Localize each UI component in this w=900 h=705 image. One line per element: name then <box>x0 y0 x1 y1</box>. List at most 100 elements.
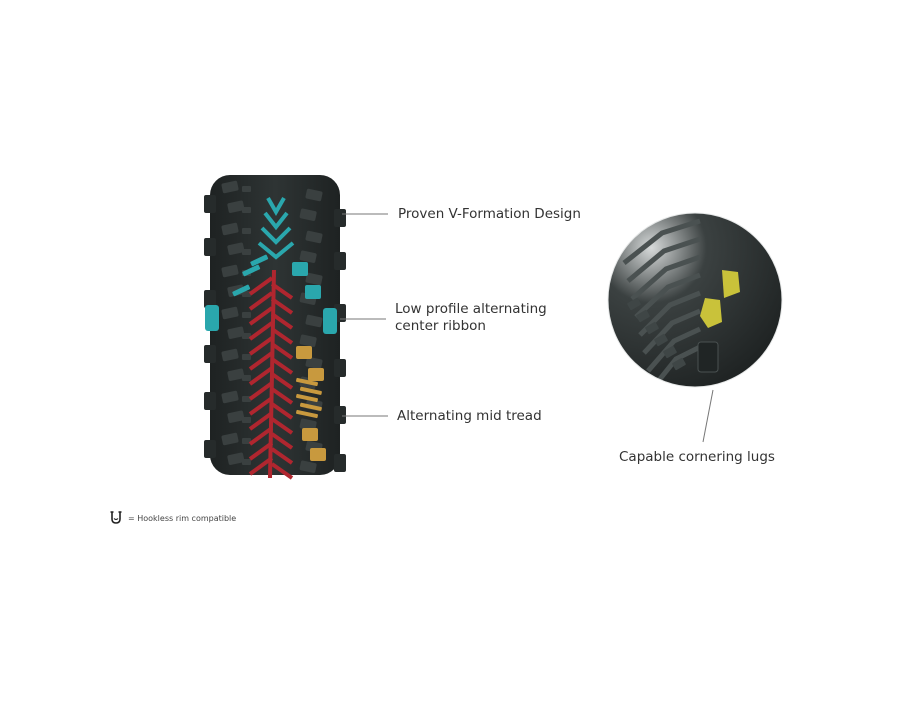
tread-knob <box>242 417 251 423</box>
ribbon-rib <box>248 456 274 476</box>
v-side-lug <box>205 305 219 331</box>
cornering-lug <box>722 270 740 298</box>
detail-knob <box>645 321 659 335</box>
detail-chevron <box>630 254 701 301</box>
mid-lug <box>310 448 326 461</box>
ribbon-rib <box>248 306 274 326</box>
tread-knob <box>242 333 251 339</box>
label-v-formation: Proven V-Formation Design <box>398 206 581 222</box>
ribbon-rib <box>270 402 294 420</box>
tread-knob <box>305 272 323 286</box>
hookless-rim-icon <box>110 511 122 524</box>
tread-knob <box>299 250 317 263</box>
tread-knob <box>299 334 317 347</box>
ribbon-rib <box>248 441 274 461</box>
side-knob <box>334 359 346 377</box>
detail-chevron <box>626 236 701 283</box>
v-chevron <box>257 241 295 260</box>
v-chevron <box>263 211 289 231</box>
tread-knob <box>221 390 239 404</box>
tread-knob <box>299 208 317 221</box>
ribbon-rib <box>248 411 274 431</box>
side-knob <box>334 252 346 270</box>
tread-knob <box>221 222 239 236</box>
detail-knob <box>654 333 668 347</box>
tread-knob <box>242 375 251 381</box>
detail-knob <box>627 297 641 311</box>
ribbon-rib <box>270 372 294 390</box>
ribbon-rib <box>270 342 294 360</box>
ribbon-rib <box>248 321 274 341</box>
cornering-lug <box>700 298 722 328</box>
tread-knob <box>305 230 323 244</box>
side-knob <box>204 440 216 458</box>
tread-knob <box>242 438 251 444</box>
mid-bar <box>296 393 318 403</box>
ribbon-rib <box>270 387 294 405</box>
side-knob <box>204 345 216 363</box>
leader-line-cornering-lugs <box>702 389 714 443</box>
tread-knob <box>299 460 317 473</box>
side-knob <box>204 392 216 410</box>
v-formation-tread <box>205 197 337 334</box>
tread-knob <box>299 418 317 431</box>
detail-knob <box>672 357 686 371</box>
ribbon-rib <box>270 312 294 330</box>
v-lug <box>292 262 308 276</box>
ribbon-rib <box>248 366 274 386</box>
tread-knob <box>221 264 239 278</box>
ribbon-rib <box>248 381 274 401</box>
tread-knob <box>242 249 251 255</box>
label-cornering-lugs: Capable cornering lugs <box>619 449 775 465</box>
tread-knob <box>242 186 251 192</box>
tread-knob <box>242 459 251 465</box>
ribbon-rib <box>248 426 274 446</box>
tread-knob <box>227 410 245 423</box>
tread-knob <box>227 452 245 465</box>
side-knob <box>204 195 216 213</box>
center-ribbon-tread <box>248 269 294 480</box>
tread-knob <box>227 326 245 339</box>
ribbon-rib <box>270 327 294 345</box>
ribbon-rib <box>248 396 274 416</box>
tread-knob <box>242 354 251 360</box>
ribbon-rib <box>270 417 294 435</box>
ribbon-rib <box>270 432 294 450</box>
tread-knob <box>221 306 239 320</box>
v-chevron <box>260 226 292 245</box>
mid-lug <box>302 428 318 441</box>
detail-chevron <box>646 326 702 373</box>
side-knob <box>204 290 216 308</box>
ribbon-rib <box>270 357 294 375</box>
tread-knob <box>242 312 251 318</box>
ribbon-rib <box>270 297 294 315</box>
footnote-text: = Hookless rim compatible <box>128 513 237 523</box>
ribbon-rib <box>270 282 294 300</box>
detail-chevron <box>634 272 701 319</box>
tread-knob <box>305 188 323 202</box>
tread-knob <box>242 291 251 297</box>
tread-knob <box>221 348 239 362</box>
detail-chevron <box>650 344 702 387</box>
tread-knob <box>242 228 251 234</box>
mid-lug <box>308 368 324 381</box>
v-chevron <box>266 197 286 217</box>
ribbon-rib <box>248 276 274 296</box>
v-bar <box>250 254 269 267</box>
cornering-lugs-detail <box>607 212 783 388</box>
footnote: = Hookless rim compatible <box>110 511 236 525</box>
tread-knob <box>227 242 245 255</box>
side-knob <box>334 454 346 472</box>
tread-knob <box>305 314 323 328</box>
label-center-ribbon-line1: Low profile alternating <box>395 301 547 317</box>
tread-knob <box>221 432 239 446</box>
tread-knob <box>221 180 239 194</box>
ribbon-rib <box>270 462 294 480</box>
tire-body <box>210 175 340 475</box>
detail-chevron <box>642 308 701 355</box>
mid-bar <box>296 409 318 419</box>
ribbon-rib <box>248 291 274 311</box>
side-knob <box>334 209 346 227</box>
